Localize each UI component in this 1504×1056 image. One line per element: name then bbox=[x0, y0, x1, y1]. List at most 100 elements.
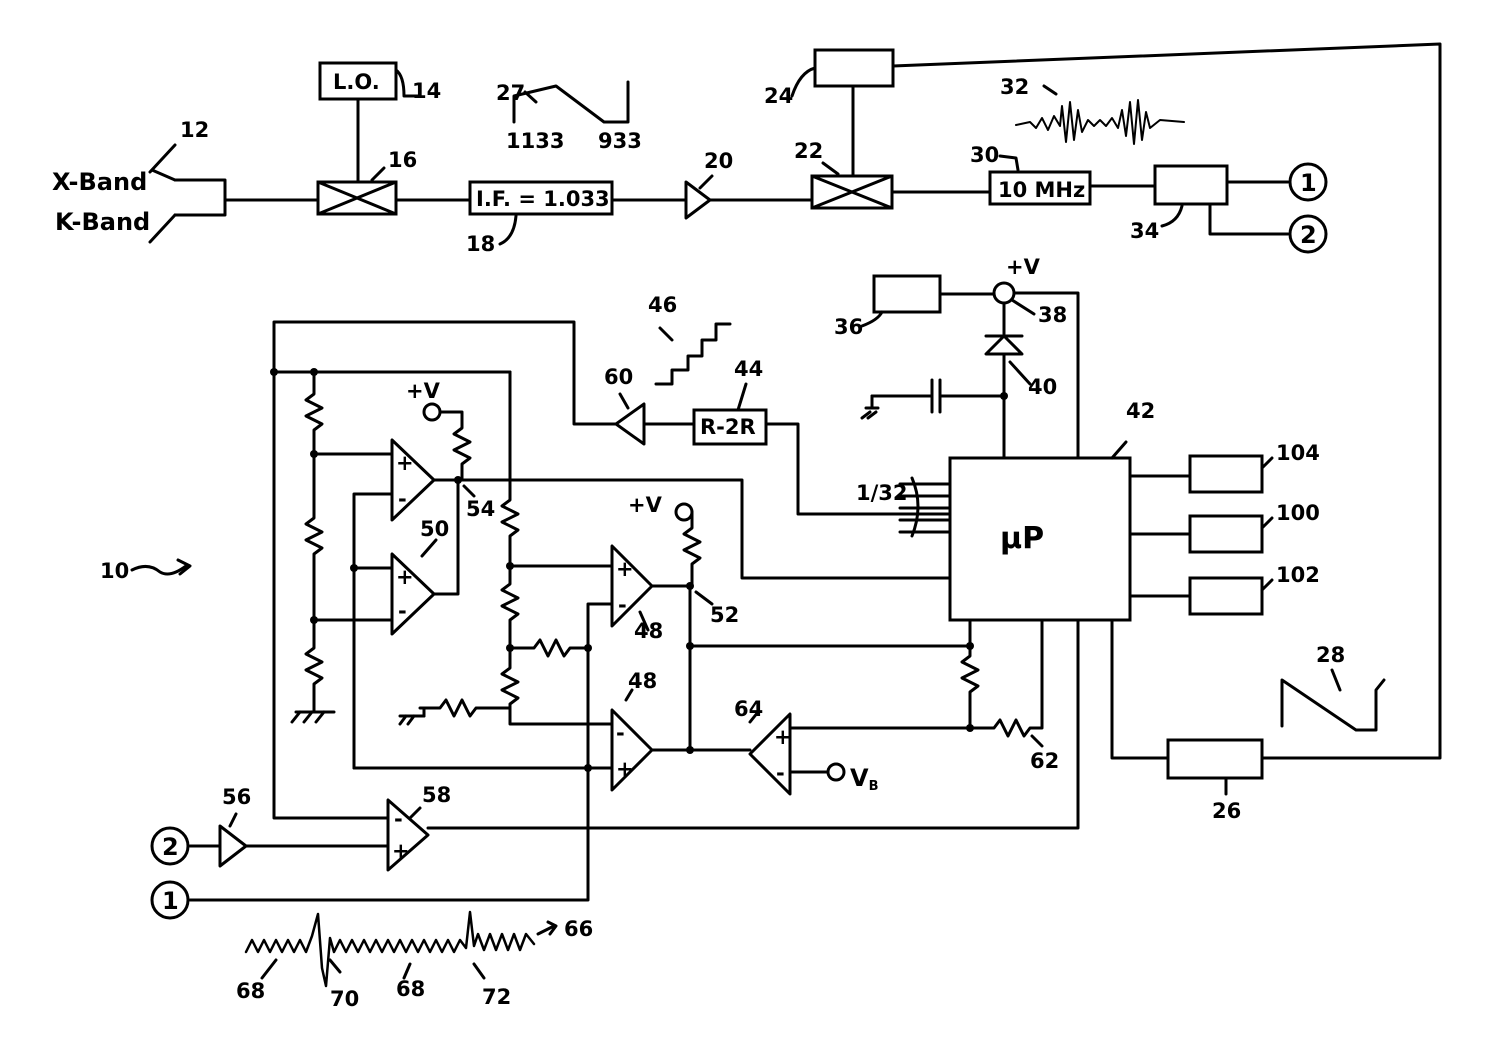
resistor-pullup-54 bbox=[440, 412, 470, 480]
antenna-horn bbox=[150, 145, 225, 242]
ref-40: 40 bbox=[1028, 375, 1057, 399]
op50a-minus: - bbox=[398, 487, 407, 511]
ground-mid bbox=[400, 716, 424, 724]
op58-minus: - bbox=[394, 807, 403, 831]
ref-54: 54 bbox=[466, 497, 495, 521]
op48a-minus: - bbox=[618, 593, 627, 617]
resistor-ladder-top bbox=[306, 372, 322, 454]
resistor-ladder-bottom bbox=[306, 620, 322, 712]
op64-minus: - bbox=[776, 761, 785, 785]
ref-22: 22 bbox=[794, 139, 823, 163]
resistor-mid-top bbox=[502, 372, 518, 566]
ref-62: 62 bbox=[1030, 749, 1059, 773]
ref-68-left: 68 bbox=[236, 979, 265, 1003]
resistor-ladder-mid bbox=[306, 454, 322, 620]
ref-104: 104 bbox=[1276, 441, 1320, 465]
ref-72: 72 bbox=[482, 985, 511, 1009]
ref-102: 102 bbox=[1276, 563, 1320, 587]
ref-50: 50 bbox=[420, 517, 449, 541]
ref-20: 20 bbox=[704, 149, 733, 173]
connector-2-bottom-label: 2 bbox=[162, 833, 179, 861]
ref-48-lower: 48 bbox=[628, 669, 657, 693]
ref-52: 52 bbox=[710, 603, 739, 627]
mixer-16 bbox=[318, 182, 396, 214]
op58-plus: + bbox=[392, 839, 410, 863]
signal-waveform-32 bbox=[1016, 86, 1184, 144]
ref-56: 56 bbox=[222, 785, 251, 809]
vb-label: VB bbox=[850, 764, 879, 794]
connector-1-top-label: 1 bbox=[1300, 169, 1317, 197]
ref-100: 100 bbox=[1276, 501, 1320, 525]
lo-label: L.O. bbox=[333, 70, 380, 94]
ref-64: 64 bbox=[734, 697, 763, 721]
op50b-plus: + bbox=[396, 565, 414, 589]
if-label: I.F. = 1.033 bbox=[476, 187, 610, 211]
ref-58: 58 bbox=[422, 783, 451, 807]
k-band-label: K-Band bbox=[55, 208, 150, 236]
sweep-start: 1133 bbox=[506, 129, 564, 153]
ref-68-right: 68 bbox=[396, 977, 425, 1001]
microprocessor-label: μP bbox=[1000, 521, 1044, 556]
op48b-minus: - bbox=[616, 721, 625, 745]
op48a-plus: + bbox=[616, 557, 634, 581]
output-box-104 bbox=[1190, 456, 1262, 492]
bus-label: 1/32 bbox=[856, 481, 908, 505]
ref-10: 10 bbox=[100, 559, 129, 583]
amplifier-20 bbox=[686, 182, 710, 218]
ref-26: 26 bbox=[1212, 799, 1241, 823]
noise-waveform-66 bbox=[246, 912, 556, 986]
box-34 bbox=[1155, 166, 1227, 204]
ground-symbol bbox=[862, 396, 878, 418]
vb-node bbox=[828, 764, 844, 780]
ref-12: 12 bbox=[180, 118, 209, 142]
mixer-22 bbox=[812, 176, 892, 208]
ref-30: 30 bbox=[970, 143, 999, 167]
filter-10mhz-label: 10 MHz bbox=[998, 178, 1085, 202]
output-box-100 bbox=[1190, 516, 1262, 552]
ground-left bbox=[292, 712, 334, 722]
r-2r-label: R-2R bbox=[700, 415, 756, 439]
plus-v-54: +V bbox=[406, 379, 441, 403]
ref-70: 70 bbox=[330, 987, 359, 1011]
output-box-102 bbox=[1190, 578, 1262, 614]
x-band-label: X-Band bbox=[52, 168, 147, 196]
ref-32: 32 bbox=[1000, 75, 1029, 99]
ref-44: 44 bbox=[734, 357, 763, 381]
connector-1-bottom-label: 1 bbox=[162, 887, 179, 915]
buffer-60 bbox=[616, 404, 644, 444]
resistor-mid-2 bbox=[502, 566, 518, 648]
resistor-pullup-52 bbox=[684, 512, 700, 586]
ref-14: 14 bbox=[412, 79, 441, 103]
resistor-ground bbox=[420, 700, 510, 716]
buffer-56 bbox=[220, 826, 246, 866]
op48b-plus: + bbox=[616, 757, 634, 781]
ref-48-upper: 48 bbox=[634, 619, 663, 643]
ref-42: 42 bbox=[1126, 399, 1155, 423]
ref-38: 38 bbox=[1038, 303, 1067, 327]
ref-24: 24 bbox=[764, 84, 793, 108]
connector-2-top-label: 2 bbox=[1300, 221, 1317, 249]
op50a-plus: + bbox=[396, 451, 414, 475]
staircase-waveform-46 bbox=[656, 324, 730, 384]
ref-28: 28 bbox=[1316, 643, 1345, 667]
resistor-62 bbox=[970, 620, 1042, 736]
ref-18: 18 bbox=[466, 232, 495, 256]
plus-v-38: +V bbox=[1006, 255, 1041, 279]
ref-27: 27 bbox=[496, 81, 525, 105]
box-36 bbox=[874, 276, 940, 312]
ref-60: 60 bbox=[604, 365, 633, 389]
box-26 bbox=[1168, 740, 1262, 778]
ramp-waveform-28 bbox=[1282, 670, 1384, 730]
resistor-mid-3 bbox=[502, 648, 612, 724]
ref-46: 46 bbox=[648, 293, 677, 317]
box-24 bbox=[815, 50, 893, 86]
ref-66: 66 bbox=[564, 917, 593, 941]
diode-40 bbox=[986, 336, 1022, 354]
resistor-horizontal bbox=[510, 640, 588, 656]
ref-36: 36 bbox=[834, 315, 863, 339]
sweep-end: 933 bbox=[598, 129, 642, 153]
op50b-minus: - bbox=[398, 599, 407, 623]
ref-16: 16 bbox=[388, 148, 417, 172]
